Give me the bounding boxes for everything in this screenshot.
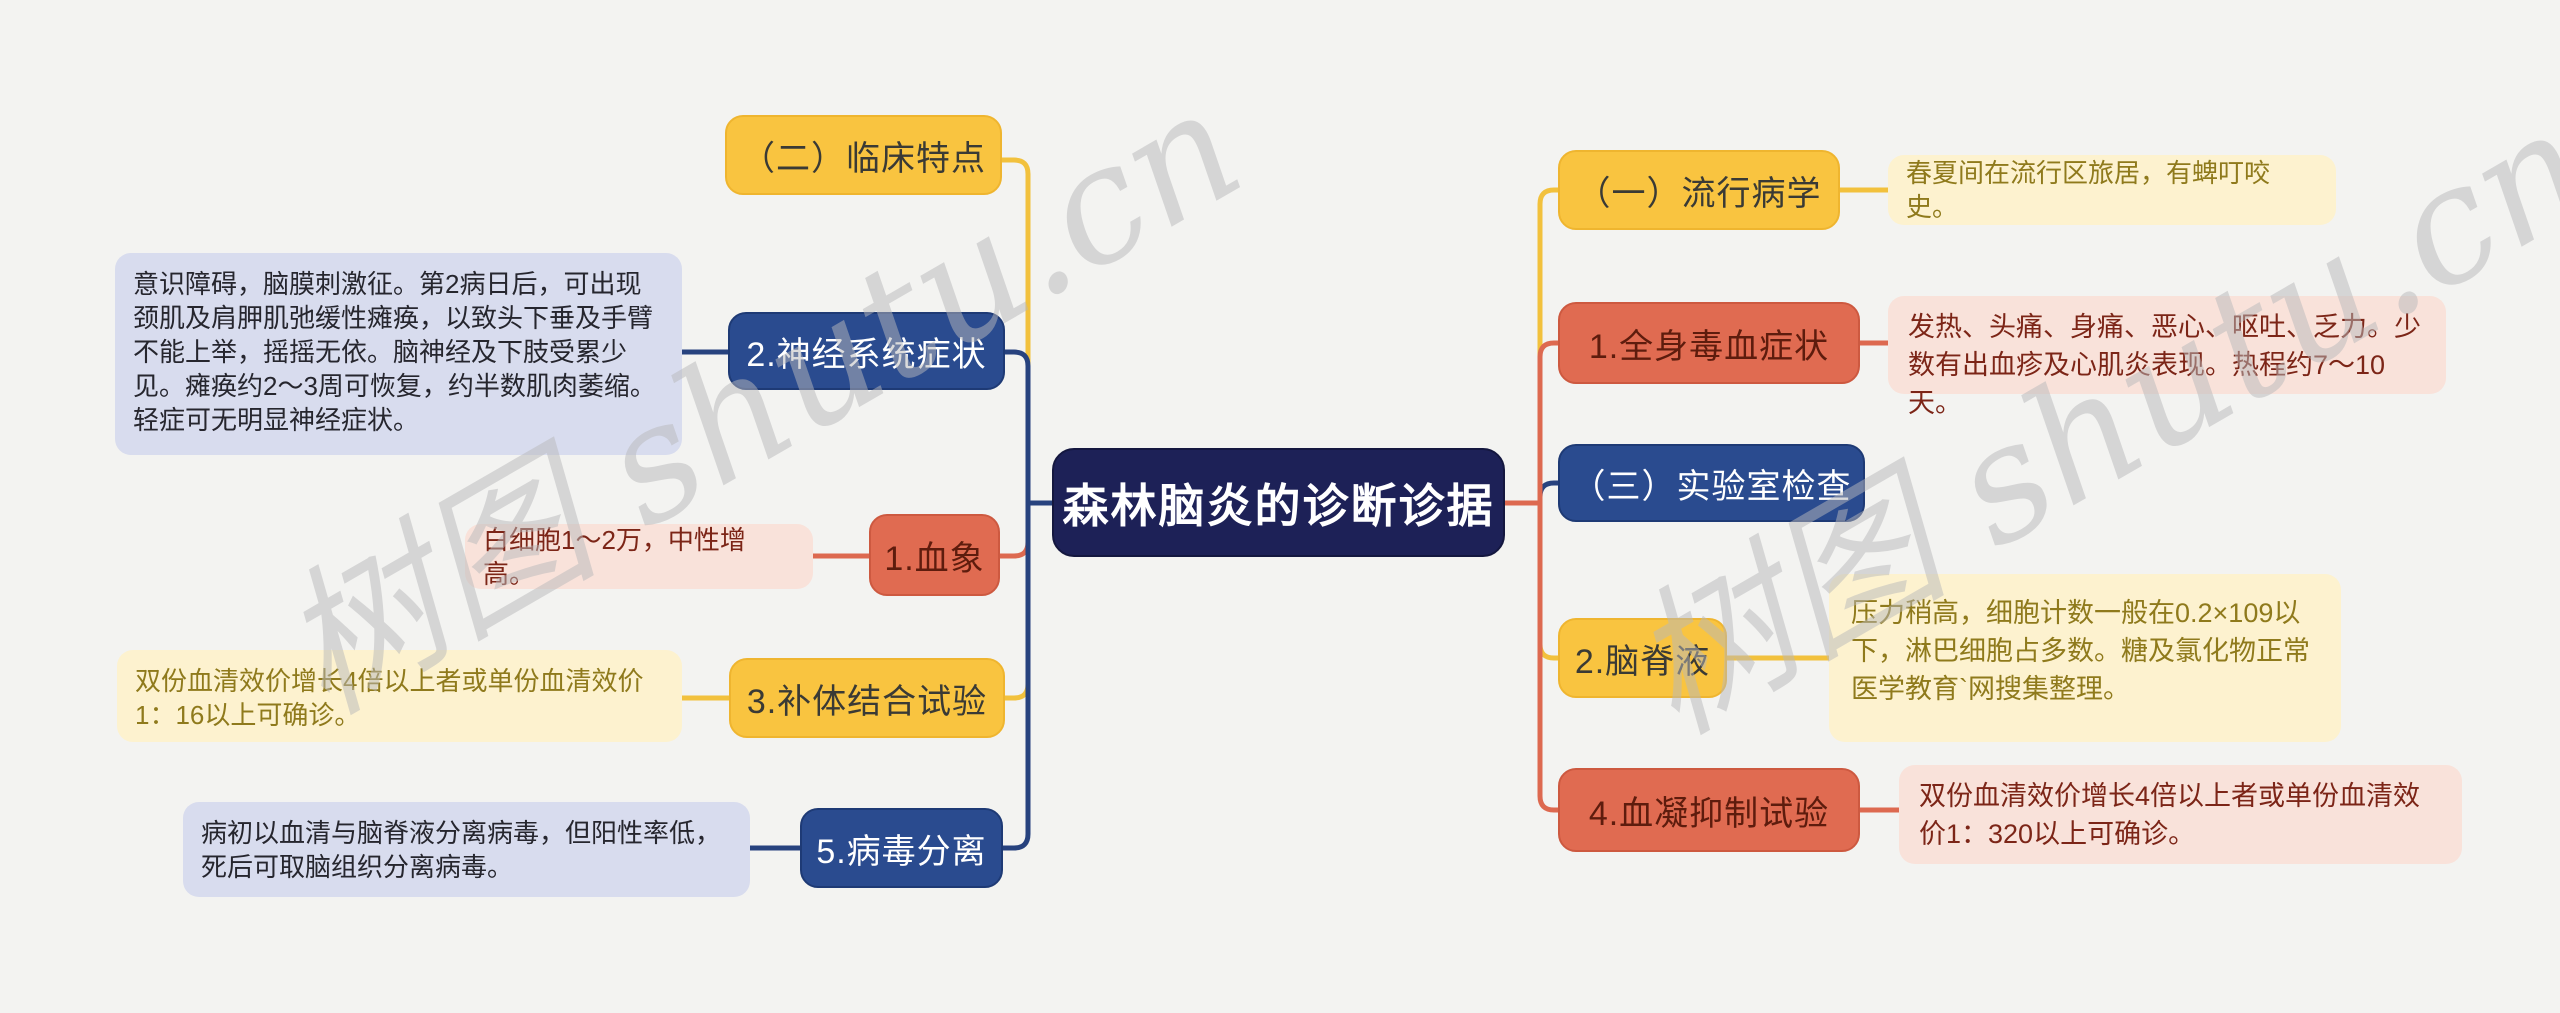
topic-epidemiology[interactable]: （一）流行病学 (1558, 150, 1840, 230)
topic-complement-fixation[interactable]: 3.补体结合试验 (729, 658, 1005, 738)
note-virus-isolation[interactable]: 病初以血清与脑脊液分离病毒，但阳性率低，死后可取脑组织分离病毒。 (183, 802, 750, 897)
note-complement-fixation[interactable]: 双份血清效价增长4倍以上者或单份血清效价1：16以上可确诊。 (117, 650, 682, 742)
topic-lab-tests[interactable]: （三）实验室检查 (1558, 444, 1865, 522)
edge-lab (1502, 480, 1561, 506)
topic-virus-isolation[interactable]: 5.病毒分离 (800, 808, 1003, 888)
topic-csf[interactable]: 2.脑脊液 (1558, 618, 1727, 698)
edge-hemagglutination (1502, 500, 1561, 813)
edge-neuro (1002, 349, 1055, 506)
edge-toxemia (1502, 340, 1561, 506)
topic-clinical-features[interactable]: （二）临床特点 (725, 115, 1002, 195)
edge-epidemiology (1502, 187, 1561, 506)
edge-csf (1502, 500, 1561, 661)
topic-neuro-symptoms[interactable]: 2.神经系统症状 (728, 312, 1005, 390)
topic-hemogram[interactable]: 1.血象 (869, 514, 1000, 596)
note-neuro-symptoms[interactable]: 意识障碍，脑膜刺激征。第2病日后，可出现颈肌及肩胛肌弛缓性瘫痪，以致头下垂及手臂… (115, 253, 682, 455)
topic-toxemia[interactable]: 1.全身毒血症状 (1558, 302, 1860, 384)
note-epidemiology[interactable]: 春夏间在流行区旅居，有蜱叮咬史。 (1888, 155, 2336, 225)
note-csf[interactable]: 压力稍高，细胞计数一般在0.2×109以下，淋巴细胞占多数。糖及氯化物正常医学教… (1829, 574, 2341, 742)
note-toxemia[interactable]: 发热、头痛、身痛、恶心、呕吐、乏力。少数有出血疹及心肌炎表现。热程约7～10天。 (1888, 296, 2446, 418)
note-hemogram[interactable]: 白细胞1～2万，中性增高。 (465, 524, 813, 589)
edge-virus (1000, 500, 1055, 851)
center-topic[interactable]: 森林脑炎的诊断诊据 (1052, 448, 1505, 557)
topic-hemagglutination[interactable]: 4.血凝抑制试验 (1558, 768, 1860, 852)
note-hemagglutination[interactable]: 双份血清效价增长4倍以上者或单份血清效价1：320以上可确诊。 (1899, 765, 2462, 864)
edge-clinical (999, 157, 1055, 506)
